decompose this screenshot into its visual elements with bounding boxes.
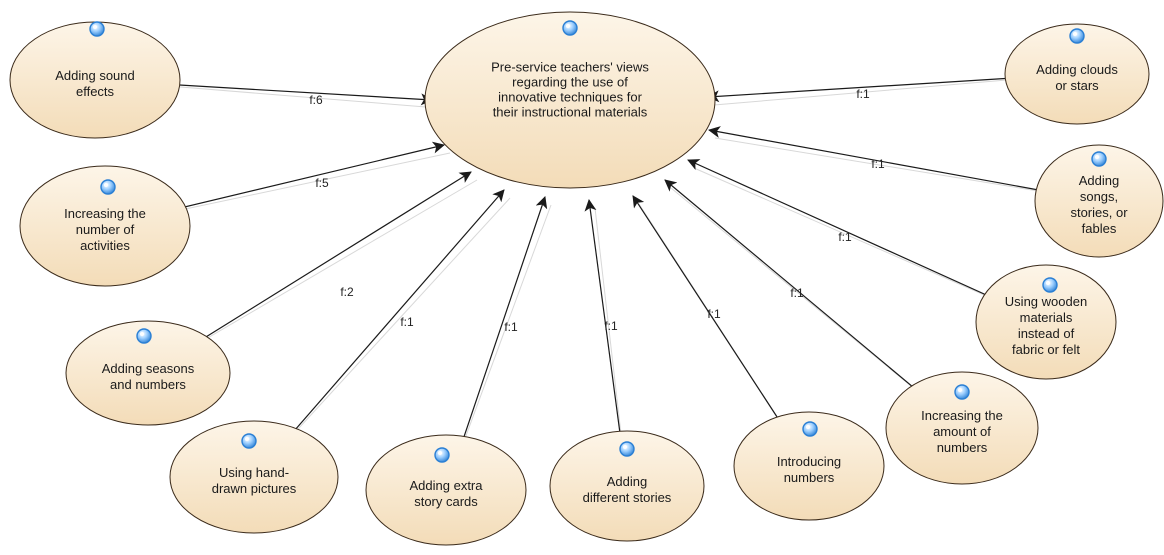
edge-label-different-stories: f:1: [604, 319, 618, 333]
central-node-label-line: innovative techniques for: [498, 90, 642, 105]
blue-circle-icon: [1069, 28, 1085, 44]
node-ellipse-different-stories: [549, 430, 705, 542]
node-label-number-of-activities-line: number of: [76, 222, 135, 237]
edge-label-clouds-or-stars: f:1: [856, 87, 870, 101]
blue-circle-icon: [434, 447, 450, 463]
node-label-different-stories-line: different stories: [583, 490, 672, 505]
blue-circle-icon: [100, 179, 116, 195]
edge-label-introducing-numbers: f:1: [707, 307, 721, 321]
blue-circle-icon: [562, 20, 578, 36]
node-label-wooden-materials-line: materials: [1020, 310, 1073, 325]
blue-circle-icon: [619, 441, 635, 457]
node-label-seasons-and-numbers-line: Adding seasons: [102, 361, 195, 376]
node-label-number-of-activities-line: Increasing the: [64, 206, 146, 221]
node-label-hand-drawn-pictures: Using hand-drawn pictures: [212, 465, 297, 496]
edge-label-number-of-activities: f:5: [315, 176, 329, 190]
edge-label-sound-effects: f:6: [309, 93, 323, 107]
blue-circle-icon: [954, 384, 970, 400]
blue-circle-icon: [1091, 151, 1107, 167]
blue-circle-icon: [802, 421, 818, 437]
edge-label-seasons-and-numbers: f:2: [340, 285, 354, 299]
blue-circle-icon: [241, 433, 257, 449]
node-label-songs-stories-fables-line: fables: [1082, 221, 1117, 236]
edge-label-amount-of-numbers: f:1: [790, 286, 804, 300]
node-label-clouds-or-stars-line: Adding clouds: [1036, 62, 1118, 77]
node-ellipse-seasons-and-numbers: [65, 320, 231, 426]
node-ellipse-extra-story-cards: [365, 434, 527, 546]
node-label-seasons-and-numbers-line: and numbers: [110, 377, 186, 392]
node-label-songs-stories-fables-line: stories, or: [1070, 205, 1128, 220]
node-label-wooden-materials-line: Using wooden: [1005, 294, 1087, 309]
node-label-clouds-or-stars-line: or stars: [1055, 78, 1099, 93]
node-label-songs-stories-fables-line: songs,: [1080, 189, 1118, 204]
node-ellipse-clouds-or-stars: [1004, 23, 1150, 125]
node-label-amount-of-numbers-line: numbers: [937, 440, 988, 455]
node-ellipse-number-of-activities: [19, 165, 191, 287]
edge-label-songs-stories-fables: f:1: [871, 157, 885, 171]
node-label-wooden-materials-line: instead of: [1018, 326, 1075, 341]
node-label-songs-stories-fables-line: Adding: [1079, 173, 1119, 188]
node-ellipse-wooden-materials: [975, 264, 1117, 380]
node-label-sound-effects-line: effects: [76, 84, 115, 99]
node-label-extra-story-cards-line: story cards: [414, 494, 478, 509]
edge-label-wooden-materials: f:1: [838, 230, 852, 244]
central-node-label-line: regarding the use of: [512, 75, 628, 90]
central-node-label-line: their instructional materials: [493, 105, 648, 120]
node-label-introducing-numbers-line: numbers: [784, 470, 835, 485]
node-ellipse-introducing-numbers: [733, 411, 885, 521]
node-label-wooden-materials-line: fabric or felt: [1012, 342, 1080, 357]
edge-shadow: [714, 137, 1100, 202]
blue-circle-icon: [1042, 277, 1058, 293]
edge-songs-stories-fables: [708, 126, 1100, 202]
node-ellipse-songs-stories-fables: [1034, 144, 1164, 258]
node-label-number-of-activities-line: activities: [80, 238, 130, 253]
node-label-extra-story-cards-line: Adding extra: [410, 478, 484, 493]
node-label-introducing-numbers-line: Introducing: [777, 454, 841, 469]
node-ellipse-hand-drawn-pictures: [169, 420, 339, 534]
node-label-hand-drawn-pictures-line: Using hand-: [219, 465, 289, 480]
edge-label-hand-drawn-pictures: f:1: [400, 315, 414, 329]
blue-circle-icon: [136, 328, 152, 344]
edge-label-extra-story-cards: f:1: [504, 320, 518, 334]
node-label-hand-drawn-pictures-line: drawn pictures: [212, 481, 297, 496]
node-label-amount-of-numbers-line: amount of: [933, 424, 991, 439]
central-node-label-line: Pre-service teachers' views: [491, 60, 649, 75]
node-label-different-stories-line: Adding: [607, 474, 647, 489]
central-node-ellipse: [424, 11, 716, 189]
node-label-sound-effects-line: Adding sound: [55, 68, 135, 83]
node-hand-drawn-pictures[interactable]: Using hand-drawn pictures: [169, 420, 339, 534]
blue-circle-icon: [89, 21, 105, 37]
node-ellipse-amount-of-numbers: [885, 371, 1039, 485]
node-label-amount-of-numbers-line: Increasing the: [921, 408, 1003, 423]
